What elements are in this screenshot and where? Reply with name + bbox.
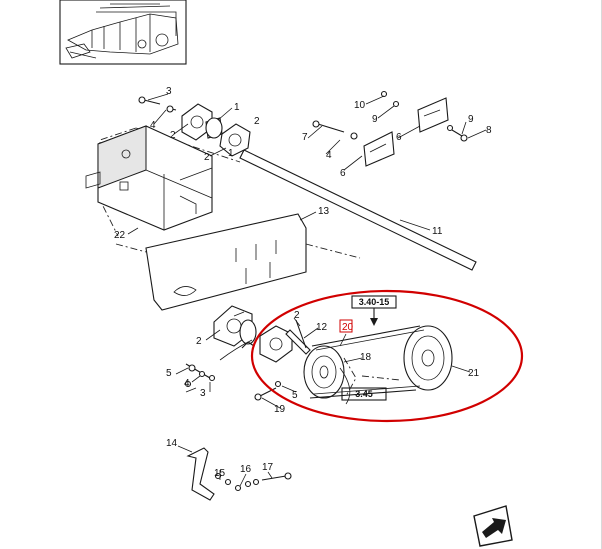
callout-3: 3 bbox=[166, 86, 172, 97]
callout-labels: 3 4 2 1 2 1 2 10 9 7 4 6 6 9 8 13 11 22 … bbox=[114, 86, 492, 479]
callout-9: 9 bbox=[468, 114, 474, 125]
callout-11: 11 bbox=[432, 226, 443, 237]
callout-3: 3 bbox=[200, 388, 206, 399]
fasteners bbox=[138, 90, 468, 492]
callout-4: 4 bbox=[326, 150, 332, 161]
machine-thumbnail bbox=[59, 0, 187, 65]
callout-22: 22 bbox=[114, 230, 126, 241]
callout-2: 2 bbox=[170, 130, 176, 141]
top-bearing-flanges bbox=[181, 103, 251, 157]
callout-17: 17 bbox=[262, 462, 274, 473]
callout-2: 2 bbox=[204, 152, 210, 163]
next-page-arrow-icon[interactable] bbox=[473, 505, 513, 547]
callout-4: 4 bbox=[150, 120, 156, 131]
reference-top-label: 3.40-15 bbox=[359, 297, 390, 307]
long-shaft bbox=[239, 149, 477, 271]
support-bracket bbox=[186, 447, 215, 501]
callout-9: 9 bbox=[372, 114, 378, 125]
lower-bearing-assembly bbox=[213, 305, 293, 363]
callout-1: 1 bbox=[234, 102, 240, 113]
callout-12: 12 bbox=[316, 322, 328, 333]
reference-box-top[interactable]: 3.40-15 bbox=[351, 295, 397, 326]
callout-10: 10 bbox=[354, 100, 366, 111]
callout-6: 6 bbox=[340, 168, 346, 179]
highlight-ellipse bbox=[250, 289, 524, 423]
callout-14: 14 bbox=[166, 438, 178, 449]
callout-2: 2 bbox=[196, 336, 202, 347]
reference-box-bottom[interactable]: 3.45 bbox=[341, 387, 387, 401]
cover-plates bbox=[363, 97, 449, 167]
callout-2: 2 bbox=[294, 310, 300, 321]
callout-5: 5 bbox=[292, 390, 298, 401]
mounting-plate bbox=[115, 213, 361, 311]
callout-6: 6 bbox=[396, 132, 402, 143]
callout-20: 20 bbox=[342, 322, 354, 333]
callout-21: 21 bbox=[468, 368, 480, 379]
leader-lines bbox=[127, 93, 487, 487]
callout-5: 5 bbox=[166, 368, 172, 379]
callout-15: 15 bbox=[214, 468, 226, 479]
callout-4: 4 bbox=[184, 378, 190, 389]
pulley-belt-assembly bbox=[285, 325, 453, 405]
callout-1: 1 bbox=[228, 148, 234, 159]
reference-bottom-label: 3.45 bbox=[355, 389, 373, 399]
callout-13: 13 bbox=[318, 206, 330, 217]
callout-2: 2 bbox=[254, 116, 260, 127]
gearbox-housing bbox=[85, 125, 241, 237]
callout-8: 8 bbox=[486, 125, 492, 136]
callout-7: 7 bbox=[302, 132, 308, 143]
callout-18: 18 bbox=[360, 352, 372, 363]
callout-19: 19 bbox=[274, 404, 286, 415]
part-20-highlight-box bbox=[339, 319, 353, 333]
callout-16: 16 bbox=[240, 464, 252, 475]
